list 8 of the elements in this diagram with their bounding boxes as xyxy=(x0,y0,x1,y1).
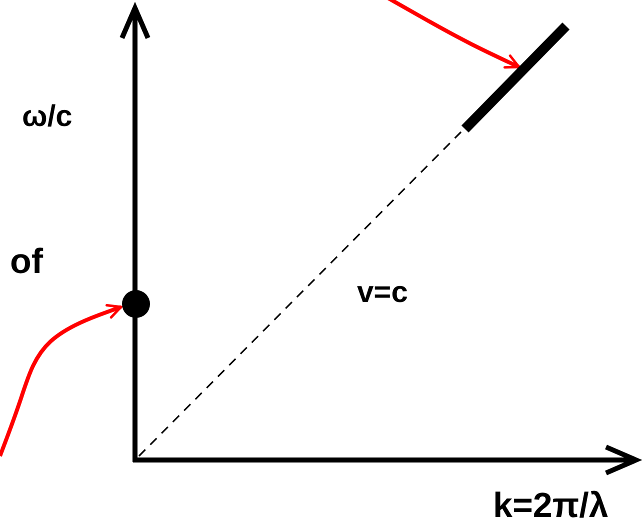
thick-line-segment xyxy=(461,22,570,132)
text-fragment: of xyxy=(10,244,44,279)
point-marker xyxy=(122,290,150,318)
arrow xyxy=(387,0,520,69)
arrow xyxy=(0,304,122,457)
line-label: v=c xyxy=(357,278,408,308)
axis-label: ω/c xyxy=(22,102,72,132)
axis-label: k=2π/λ xyxy=(493,488,608,523)
